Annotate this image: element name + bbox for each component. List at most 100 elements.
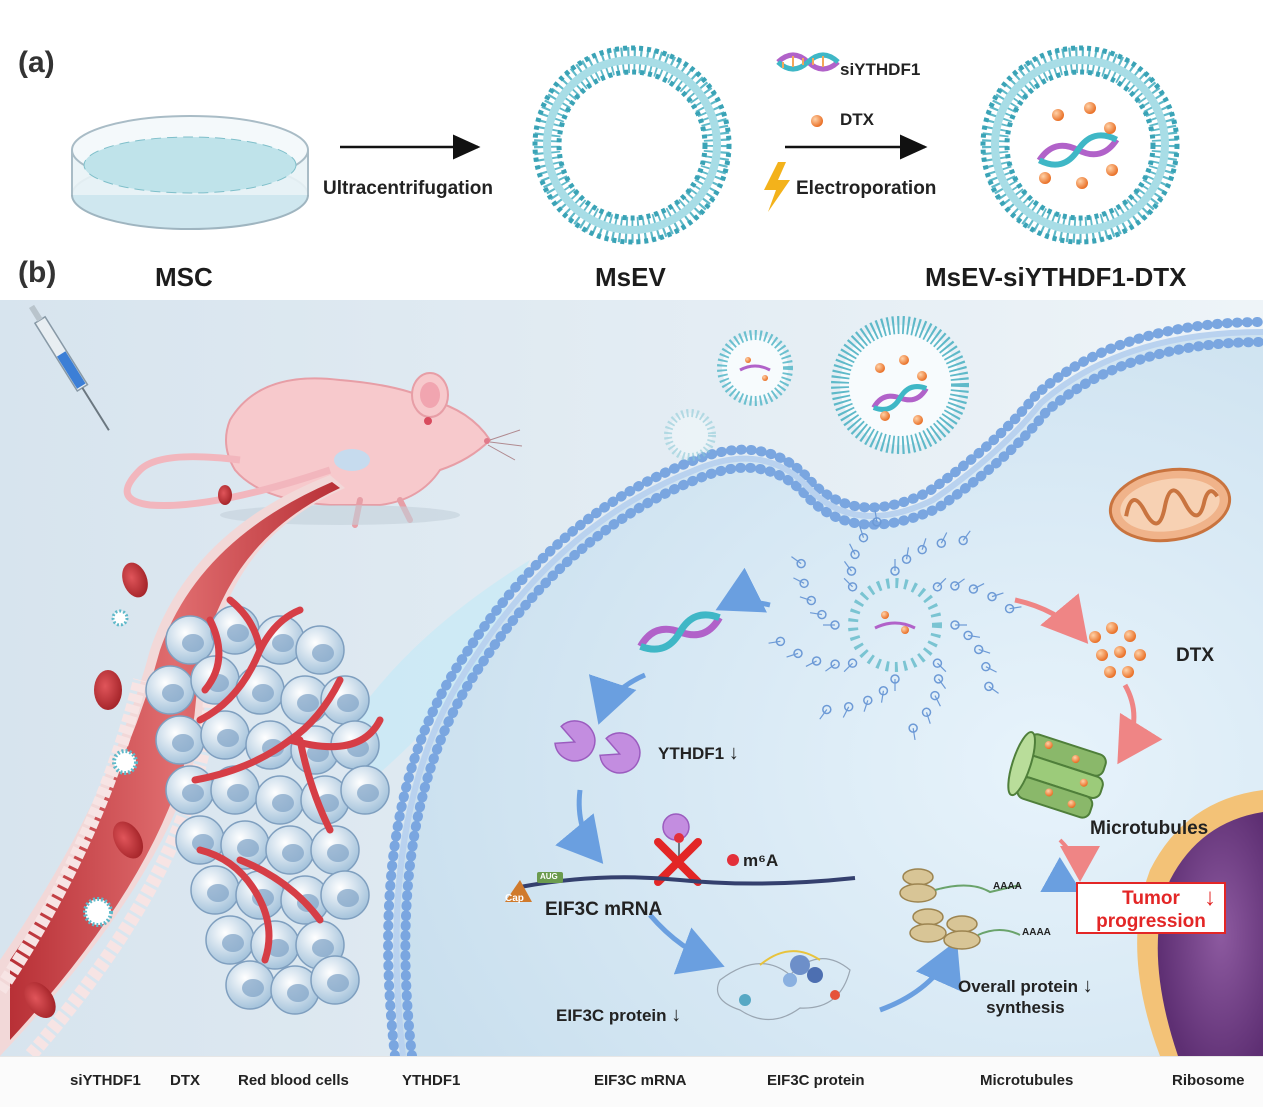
lipid-fragment	[936, 532, 948, 548]
lipid-fragment	[958, 530, 971, 546]
lipid-fragment	[901, 547, 912, 564]
lipid-fragment	[917, 538, 927, 555]
tumor-cell-nucleus	[327, 974, 349, 992]
ev-disrupted	[848, 578, 942, 672]
tumor-cell-nucleus	[287, 984, 309, 1002]
legend-sirna: siYTHDF1	[70, 1072, 141, 1089]
lipid-fragment	[786, 648, 803, 659]
tumor-cell-nucleus	[272, 794, 294, 812]
lipid-fragment	[872, 509, 882, 527]
legend-dtx: DTX	[170, 1072, 200, 1089]
tumor-cell-nucleus	[337, 694, 359, 712]
tumor-cell-nucleus	[312, 644, 334, 662]
lipid-fragment	[849, 543, 860, 560]
mitochondrion	[1108, 467, 1232, 543]
lipid-fragment	[932, 577, 947, 592]
lipid-fragment	[799, 595, 817, 606]
tumor-cell-nucleus	[312, 939, 334, 957]
tumor-cell-nucleus	[162, 684, 184, 702]
eif3c-protein-illustration	[716, 950, 851, 1021]
msev-loaded-label: MsEV-siYTHDF1-DTX	[925, 262, 1187, 292]
electroporation-label: Electroporation	[796, 178, 937, 199]
lipid-fragment	[791, 556, 806, 569]
lipid-fragment	[805, 656, 822, 667]
tumor-cell-nucleus	[227, 624, 249, 642]
lipid-fragment	[842, 702, 854, 718]
tumor-cell-nucleus	[172, 734, 194, 752]
legend-ythdf1: YTHDF1	[402, 1072, 461, 1089]
tumor-progression-box: Tumor progression ↓	[1076, 882, 1226, 934]
legend-microtubules: Microtubules	[980, 1072, 1074, 1089]
mouse-illustration	[123, 372, 523, 528]
sirna-helix-a	[776, 52, 840, 72]
lipid-fragment	[878, 686, 889, 703]
lipid-fragment	[793, 577, 809, 589]
tumor-cell-nucleus	[237, 839, 259, 857]
tumor-cell-nucleus	[227, 784, 249, 802]
ev-small-1	[664, 409, 716, 461]
petri-dish	[71, 115, 309, 230]
panel-b-label: (b)	[18, 256, 57, 289]
tumor-cell-nucleus	[357, 784, 379, 802]
capillaries	[191, 596, 384, 964]
eif3c-protein-label: EIF3C protein ↓	[556, 1004, 682, 1026]
tumor-cell-nucleus	[242, 979, 264, 997]
legend-ribosome: Ribosome	[1172, 1072, 1245, 1089]
dtx-cluster	[1089, 622, 1146, 678]
tumor-cell-nucleus	[182, 784, 204, 802]
eif3c-mrna-strand	[519, 875, 856, 889]
sirna-cargo-label: siYTHDF1	[840, 60, 921, 79]
aug-label: AUG	[540, 872, 558, 881]
m6a-label: m⁶A	[743, 851, 779, 870]
microtubules-label: Microtubules	[1090, 818, 1209, 839]
legend: siYTHDF1 DTX Red blood cells YTHDF1 EIF3…	[0, 1056, 1263, 1107]
ev-large	[831, 316, 969, 454]
tumor-cell-nucleus	[217, 729, 239, 747]
lipid-fragment	[843, 658, 858, 673]
lipid-fragment	[768, 636, 786, 647]
tumor-cell-nucleus	[252, 684, 274, 702]
tumor-down-arrow: ↓	[1204, 884, 1216, 911]
lipid-fragment	[858, 526, 869, 543]
tumor-cell-nucleus	[272, 634, 294, 652]
lipid-fragment	[843, 577, 858, 592]
tumor-cell-nucleus	[337, 889, 359, 907]
lipid-fragment	[890, 559, 900, 576]
lipid-fragment	[987, 591, 1004, 602]
legend-rbc: Red blood cells	[238, 1072, 349, 1089]
tumor-cell-nucleus	[207, 884, 229, 902]
lipid-fragment	[930, 690, 941, 707]
lipid-fragment	[963, 630, 981, 641]
polya-label-1: AAAA	[993, 881, 1022, 892]
sirna-released	[637, 611, 723, 653]
lipid-fragment	[981, 661, 997, 673]
lipid-fragment	[819, 704, 832, 720]
lightning-icon	[764, 162, 790, 212]
lipid-fragment	[843, 561, 857, 576]
block-x-icon	[654, 838, 702, 886]
tumor-cell-nucleus	[182, 634, 204, 652]
polya-label-2: AAAA	[1022, 927, 1051, 938]
ythdf1-shape-1	[554, 720, 596, 762]
lipid-fragment	[984, 681, 999, 694]
lipid-fragment	[823, 620, 840, 630]
lipid-fragments	[768, 509, 1022, 741]
dtx-cargo-label: DTX	[840, 110, 874, 129]
msev-loaded	[980, 45, 1180, 245]
lipid-fragment	[890, 674, 900, 691]
ythdf1-shape-2	[599, 732, 641, 774]
ultracentrifugation-label: Ultracentrifugation	[323, 178, 493, 199]
ythdf1-label: YTHDF1 ↓	[658, 742, 739, 764]
lipid-fragment	[809, 609, 827, 620]
lipid-fragment	[825, 659, 840, 672]
panel-a-label: (a)	[18, 46, 55, 79]
lipid-fragment	[908, 723, 918, 741]
microtubules-illustration	[1007, 731, 1107, 819]
lipid-fragment	[968, 583, 985, 594]
lipid-fragment	[950, 578, 965, 591]
legend-mrna: EIF3C mRNA	[594, 1072, 687, 1089]
lipid-fragment	[933, 674, 947, 689]
cap-label: Cap	[505, 893, 524, 904]
